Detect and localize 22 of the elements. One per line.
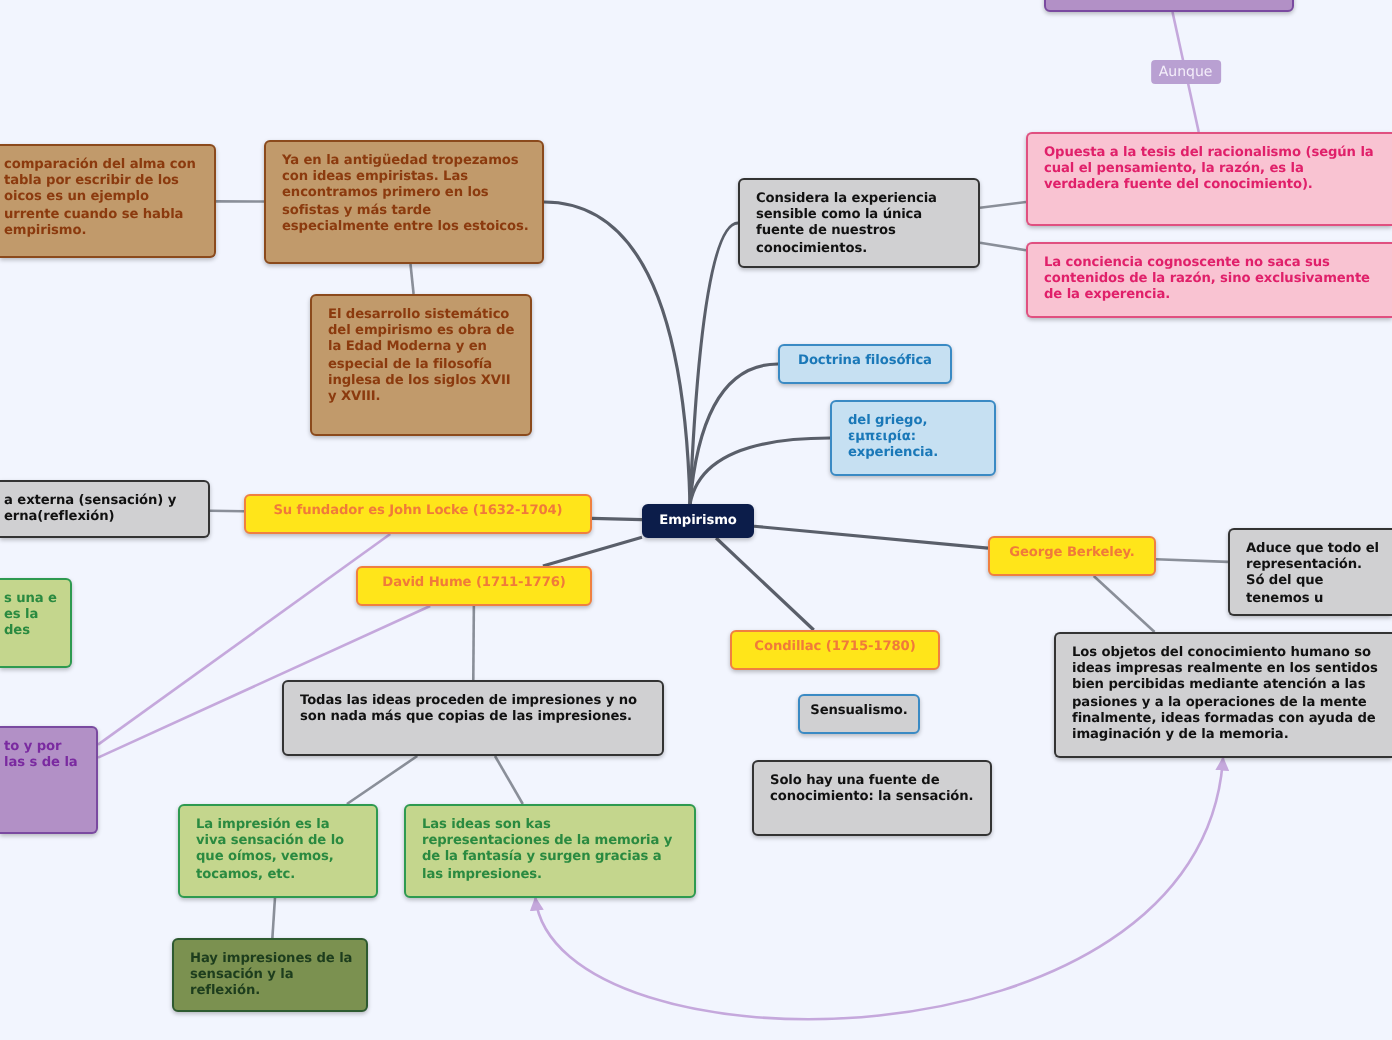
connector-line <box>543 200 692 505</box>
connector-line <box>271 897 277 939</box>
connector-line <box>979 200 1027 210</box>
connector-line <box>97 604 431 759</box>
connector-line <box>1092 575 1156 633</box>
connector-line <box>216 200 264 203</box>
connector-line <box>210 509 244 513</box>
connector-line <box>97 532 392 746</box>
connector-line <box>409 263 415 295</box>
connector-line <box>591 516 643 522</box>
connector-line <box>472 606 476 680</box>
connector-line <box>688 362 779 505</box>
connector-line <box>714 536 815 632</box>
connector-line <box>688 436 831 505</box>
connector-line <box>346 754 419 806</box>
connector-line <box>542 535 643 568</box>
connector-line <box>688 221 739 505</box>
double-arrow <box>533 756 1227 1021</box>
connector-line <box>979 241 1027 252</box>
connector-line <box>493 755 524 805</box>
connector-line <box>753 524 989 550</box>
connector-line <box>1155 557 1229 564</box>
